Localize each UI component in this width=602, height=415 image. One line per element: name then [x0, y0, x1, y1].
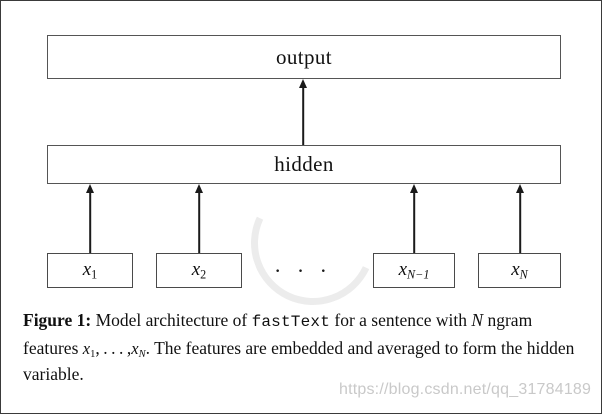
output-layer-box: output: [47, 35, 561, 79]
caption-monospace-term: fastText: [251, 313, 330, 331]
caption-math-xn: xN: [131, 339, 146, 360]
ellipsis-dots: · · ·: [274, 258, 332, 283]
input-var-subscript: 2: [200, 267, 207, 282]
arrow-xn1-to-hidden: [408, 184, 420, 253]
caption-text-part-1: Model architecture of: [95, 310, 248, 330]
caption-math-dots: , . . . ,: [95, 338, 132, 358]
input-var-subscript: N−1: [407, 267, 430, 282]
input-feature-label-xn: xN: [511, 260, 528, 281]
arrow-shaft: [302, 86, 304, 145]
arrow-shaft: [519, 191, 521, 253]
input-feature-box-x1: x1: [47, 253, 133, 288]
model-architecture-diagram: output hidden x1: [1, 1, 602, 323]
input-feature-box-xn-minus-1: xN−1: [373, 253, 455, 288]
input-var-base: x: [82, 259, 92, 281]
caption-var-subscript: 1: [90, 348, 96, 360]
input-feature-label-x2: x2: [192, 260, 207, 281]
caption-var-subscript: N: [138, 348, 146, 360]
input-var-base: x: [511, 259, 520, 281]
caption-text-part-4: . The features are embedded and averaged…: [23, 338, 575, 384]
arrow-shaft: [89, 191, 91, 253]
arrow-head-icon: [86, 184, 94, 193]
input-var-base: x: [398, 259, 408, 281]
input-feature-box-x2: x2: [156, 253, 242, 288]
arrow-hidden-to-output: [297, 79, 309, 145]
caption-math-x1: x1: [82, 339, 96, 360]
arrow-xn-to-hidden: [514, 184, 526, 253]
hidden-layer-label: hidden: [274, 152, 334, 176]
caption-text-part-2: for a sentence with: [334, 310, 468, 330]
arrow-shaft: [198, 191, 200, 253]
arrow-head-icon: [195, 184, 203, 193]
input-var-base: x: [191, 259, 201, 281]
arrow-x1-to-hidden: [84, 184, 96, 253]
arrow-head-icon: [516, 184, 524, 193]
input-var-subscript: N: [519, 267, 528, 282]
caption-var-base: x: [82, 339, 91, 358]
caption-text-part-3: ngram features: [23, 310, 533, 358]
input-feature-label-xn-minus-1: xN−1: [399, 260, 430, 281]
arrow-head-icon: [410, 184, 418, 193]
input-feature-box-xn: xN: [478, 253, 561, 288]
arrow-x2-to-hidden: [193, 184, 205, 253]
arrow-head-icon: [299, 79, 307, 88]
hidden-layer-box: hidden: [47, 145, 561, 184]
watermark-swirl-artifact: [233, 163, 393, 323]
caption-var-base: x: [131, 339, 139, 358]
caption-variable-n: N: [471, 310, 484, 330]
figure-caption: Figure 1: Model architecture of fastText…: [1, 301, 602, 415]
input-var-subscript: 1: [91, 267, 98, 282]
figure-caption-label: Figure 1:: [23, 310, 92, 330]
arrow-shaft: [413, 191, 415, 253]
input-feature-label-x1: x1: [83, 260, 98, 281]
output-layer-label: output: [275, 44, 333, 69]
